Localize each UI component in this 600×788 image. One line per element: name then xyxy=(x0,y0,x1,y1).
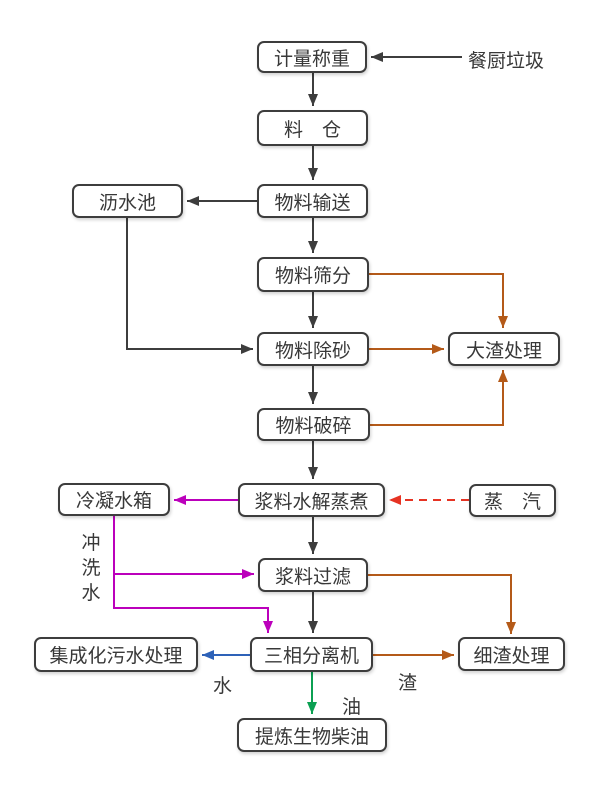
node-conveying: 物料输送 xyxy=(257,184,368,218)
node-condensate-tank: 冷凝水箱 xyxy=(58,483,170,516)
node-biodiesel: 提炼生物柴油 xyxy=(237,718,387,752)
edge-drainingpool-to-desanding xyxy=(126,218,253,354)
node-desanding: 物料除砂 xyxy=(257,332,369,366)
label-water: 水 xyxy=(213,675,233,697)
label-residue: 渣 xyxy=(398,672,418,694)
edge-condensate-to-filtering xyxy=(113,516,254,579)
node-fine-residue: 细渣处理 xyxy=(458,637,565,671)
node-slurry-filtering: 浆料过滤 xyxy=(258,558,368,592)
node-steam: 蒸 汽 xyxy=(469,484,556,517)
edge-condensate-to-separator xyxy=(113,574,273,633)
node-coarse-residue: 大渣处理 xyxy=(448,332,560,366)
label-flushing-water: 冲洗水 xyxy=(81,532,101,604)
edge-crushing-to-coarseresidue xyxy=(370,370,508,426)
node-hydrolysis-cooking: 浆料水解蒸煮 xyxy=(238,483,385,517)
edge-filtering-to-fineresidue xyxy=(368,574,516,634)
edge-screening-to-coarseresidue xyxy=(369,273,508,328)
node-integrated-sewage: 集成化污水处理 xyxy=(34,637,198,672)
node-weighing: 计量称重 xyxy=(257,41,367,73)
node-silo: 料 仓 xyxy=(257,110,368,146)
node-screening: 物料筛分 xyxy=(257,257,369,292)
label-kitchen-waste: 餐厨垃圾 xyxy=(468,50,545,72)
label-oil: 油 xyxy=(342,696,362,718)
node-crushing: 物料破碎 xyxy=(257,408,370,441)
node-three-phase-separator: 三相分离机 xyxy=(250,637,373,672)
node-draining-pool: 沥水池 xyxy=(72,184,183,218)
